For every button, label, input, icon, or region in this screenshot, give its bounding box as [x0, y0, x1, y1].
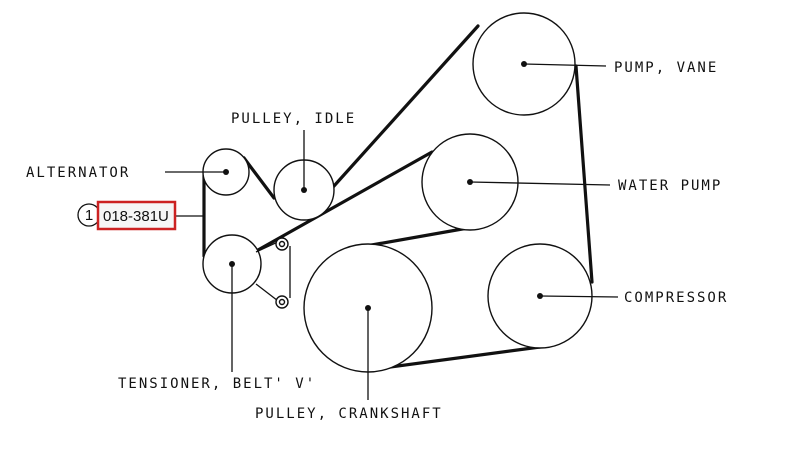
belt-water-pump-to-tensioner	[256, 150, 434, 252]
belt-alternator-to-idle	[242, 156, 276, 200]
leader-pump-vane	[523, 63, 607, 67]
part-number: 018-381U	[103, 208, 169, 225]
label-water-pump: WATER PUMP	[618, 178, 722, 194]
belt-compressor-to-crank	[366, 345, 542, 372]
label-pulley-crankshaft: PULLEY, CRANKSHAFT	[255, 406, 443, 422]
label-tensioner: TENSIONER, BELT' V'	[118, 376, 316, 392]
label-compressor: COMPRESSOR	[624, 290, 728, 306]
callout-number: 1	[85, 207, 93, 224]
drive-belt	[202, 24, 594, 372]
leader-lines	[165, 63, 619, 400]
leader-compressor	[539, 295, 619, 298]
label-alternator: ALTERNATOR	[26, 165, 130, 181]
belt-idle-to-vane-pump	[323, 24, 480, 198]
belt-crank-to-water-pump	[364, 226, 470, 248]
tensioner-bracket	[255, 237, 291, 309]
part-callout: 1 018-381U	[77, 200, 177, 231]
part-number-highlight	[96, 200, 177, 231]
label-pump-vane: PUMP, VANE	[614, 60, 718, 76]
belt-vane-pump-to-compressor	[574, 64, 594, 284]
leader-water-pump	[469, 181, 611, 186]
label-pulley-idle: PULLEY, IDLE	[231, 111, 356, 127]
